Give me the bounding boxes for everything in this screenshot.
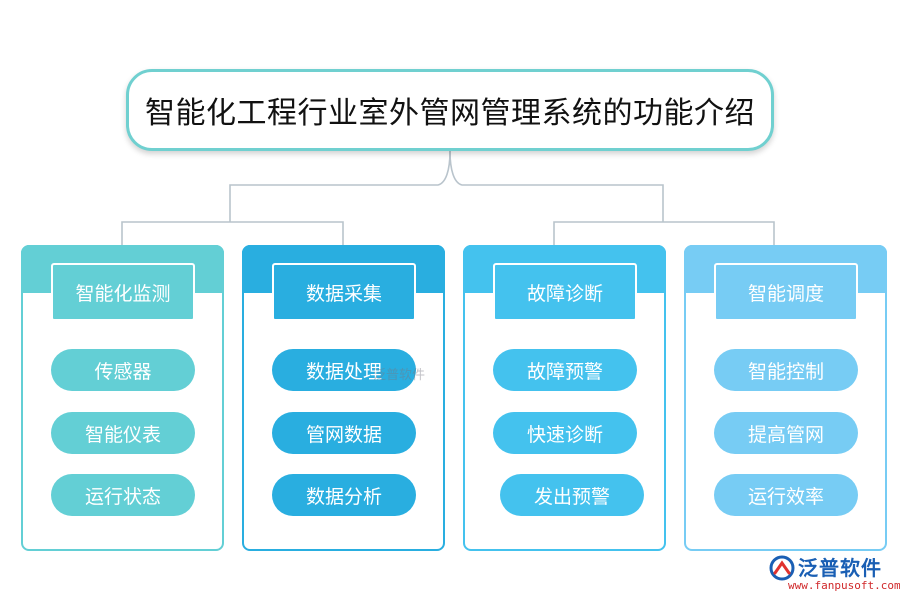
brand-logo: 泛普软件 www.fanpusoft.com <box>768 552 900 594</box>
logo-url: www.fanpusoft.com <box>788 579 900 592</box>
item-pill: 智能控制 <box>714 349 858 391</box>
page-title: 智能化工程行业室外管网管理系统的功能介绍 <box>145 96 755 131</box>
item-pill: 智能仪表 <box>51 412 195 454</box>
item-pill: 快速诊断 <box>493 412 637 454</box>
column-header: 智能调度 <box>714 263 858 321</box>
item-pill: 传感器 <box>51 349 195 391</box>
connector-trunk-right <box>449 150 664 222</box>
logo-name: 泛普软件 <box>798 556 882 580</box>
item-pill: 运行效率 <box>714 474 858 516</box>
column-monitoring: 智能化监测 传感器 智能仪表 运行状态 <box>21 245 224 551</box>
column-header: 数据采集 <box>272 263 416 321</box>
connector-left-pair <box>121 221 344 245</box>
connector-right-pair <box>553 221 775 245</box>
column-header: 智能化监测 <box>51 263 195 321</box>
column-fault-diagnosis: 故障诊断 故障预警 快速诊断 发出预警 <box>463 245 666 551</box>
column-data-collection: 数据采集 数据处理 管网数据 数据分析 <box>242 245 445 551</box>
item-pill: 发出预警 <box>500 474 644 516</box>
watermark: 泛普软件 <box>373 368 426 383</box>
item-pill: 故障预警 <box>493 349 637 391</box>
logo-mark-icon <box>769 555 795 581</box>
item-pill: 数据分析 <box>272 474 416 516</box>
column-smart-dispatch: 智能调度 智能控制 提高管网 运行效率 <box>684 245 887 551</box>
item-pill: 提高管网 <box>714 412 858 454</box>
title-box: 智能化工程行业室外管网管理系统的功能介绍 <box>126 69 774 151</box>
column-header: 故障诊断 <box>493 263 637 321</box>
item-pill: 运行状态 <box>51 474 195 516</box>
item-pill: 数据处理 <box>272 349 416 391</box>
connector-trunk <box>229 150 451 222</box>
item-pill: 管网数据 <box>272 412 416 454</box>
